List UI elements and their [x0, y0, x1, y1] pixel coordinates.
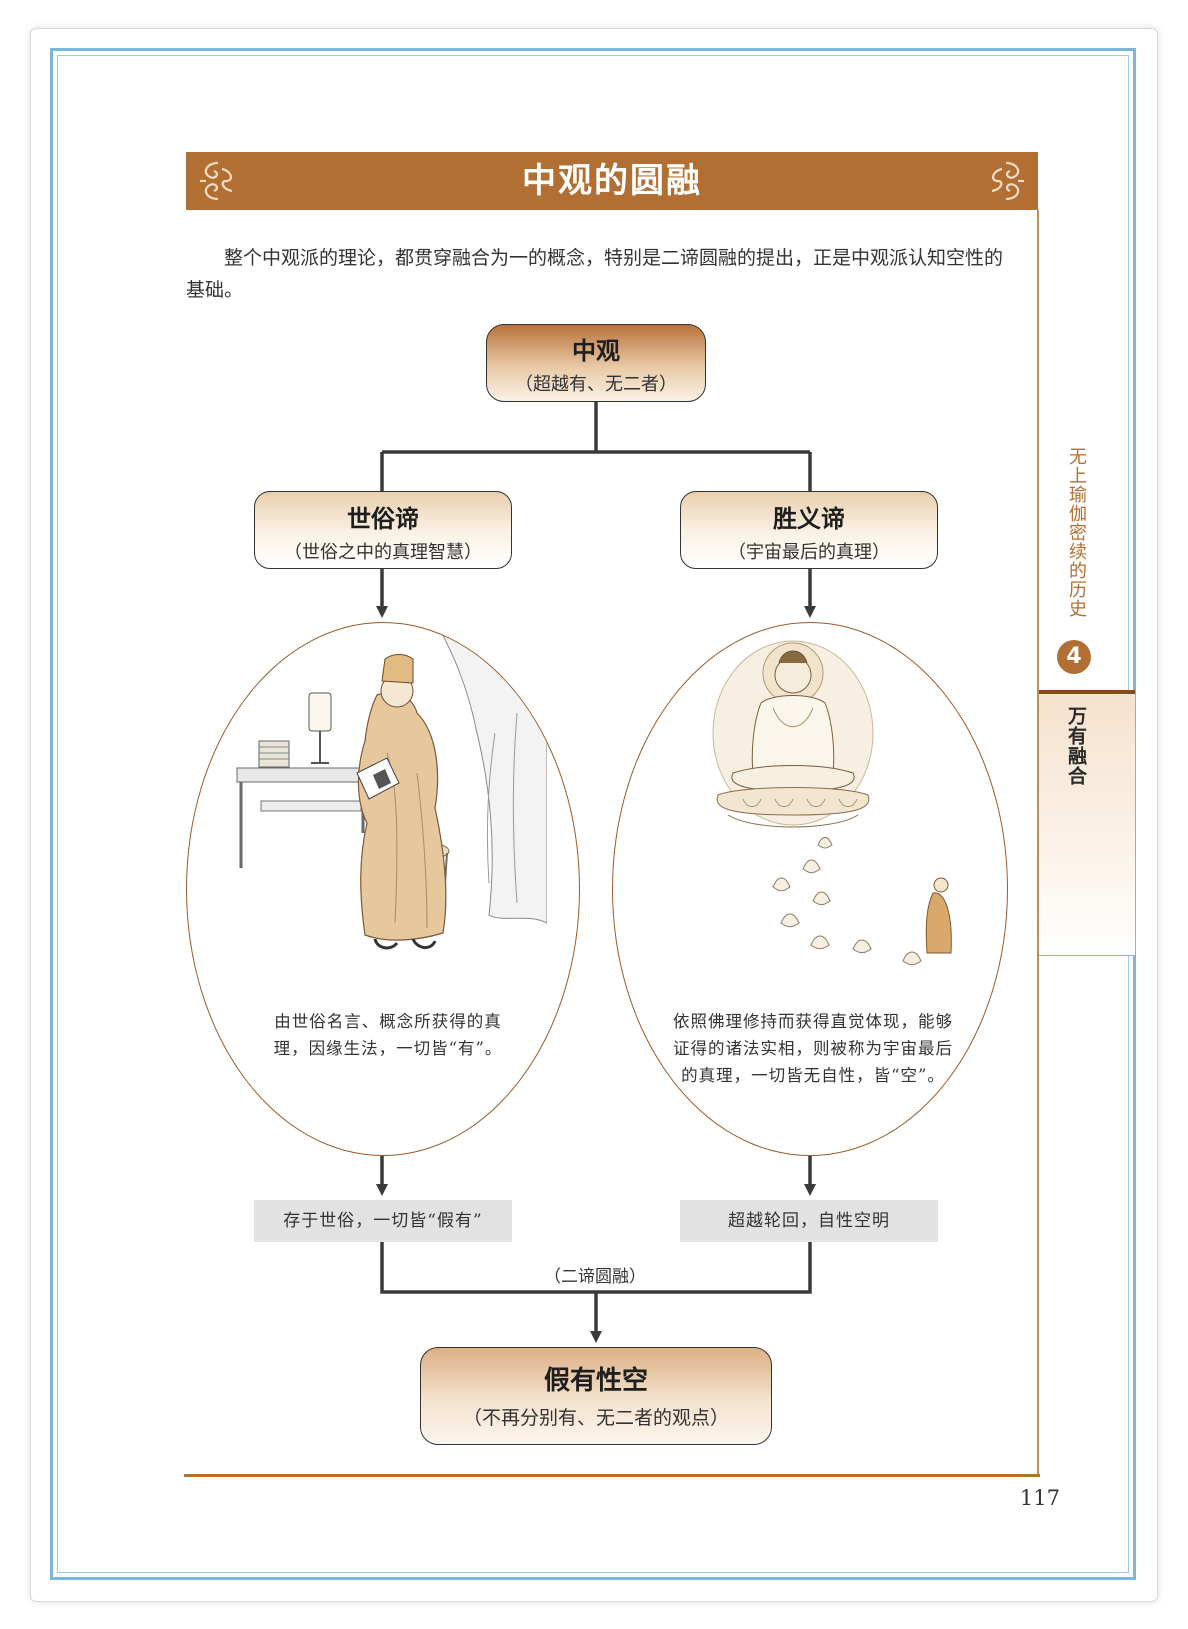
- scholar-reading-illustration: [236, 623, 547, 950]
- merge-label: （二谛圆融）: [544, 1267, 646, 1287]
- node-conventional-truth: 世俗谛 （世俗之中的真理智慧）: [254, 491, 512, 569]
- node-ultimate-title: 胜义谛: [773, 505, 845, 533]
- ellipse-ultimate: 依照佛理修持而获得直觉体现，能够证得的诸法实相，则被称为宇宙最后的真理，一切皆无…: [612, 622, 1008, 1156]
- result-conventional: 存于世俗，一切皆“假有”: [254, 1200, 512, 1242]
- node-bottom-subtitle: （不再分别有、无二者的观点）: [462, 1407, 729, 1429]
- page-number: 117: [1019, 1486, 1060, 1510]
- bottom-rule: [184, 1474, 1040, 1477]
- side-rule: [1037, 210, 1039, 1475]
- result-ultimate: 超越轮回，自性空明: [680, 1200, 938, 1242]
- ultimate-description: 依照佛理修持而获得直觉体现，能够证得的诸法实相，则被称为宇宙最后的真理，一切皆无…: [673, 1012, 953, 1085]
- cloud-ornament-icon: [991, 161, 1024, 201]
- cloud-ornament-icon: [200, 161, 233, 201]
- node-bottom-title: 假有性空: [543, 1366, 648, 1396]
- node-conventional-existence-empty-nature: 假有性空 （不再分别有、无二者的观点）: [420, 1347, 772, 1445]
- section-tab: [1039, 690, 1135, 956]
- node-ultimate-subtitle: （宇宙最后的真理）: [728, 542, 890, 563]
- page-title: 中观的圆融: [522, 161, 702, 201]
- node-madhyamaka-title: 中观: [572, 337, 620, 365]
- chapter-title: 无上瑜伽密续的历史: [1066, 447, 1087, 618]
- node-conventional-title: 世俗谛: [347, 505, 419, 533]
- intro-paragraph: 整个中观派的理论，都贯穿融合为一的概念，特别是二谛圆融的提出，正是中观派认知空性…: [186, 247, 1004, 301]
- conventional-description: 由世俗名言、概念所获得的真理，因缘生法，一切皆“有”。: [273, 1012, 503, 1058]
- ellipse-conventional: 由世俗名言、概念所获得的真理，因缘生法，一切皆“有”。: [186, 622, 580, 1156]
- node-conventional-subtitle: （世俗之中的真理智慧）: [284, 542, 482, 563]
- buddha-lotus-illustration: [712, 640, 952, 966]
- node-madhyamaka: 中观 （超越有、无二者）: [486, 324, 706, 402]
- chapter-number-badge: 4: [1057, 640, 1091, 674]
- node-madhyamaka-subtitle: （超越有、无二者）: [515, 374, 677, 395]
- node-ultimate-truth: 胜义谛 （宇宙最后的真理）: [680, 491, 938, 569]
- title-bar: 中观的圆融: [186, 152, 1038, 210]
- section-tab-label: 万有融合: [1065, 706, 1087, 786]
